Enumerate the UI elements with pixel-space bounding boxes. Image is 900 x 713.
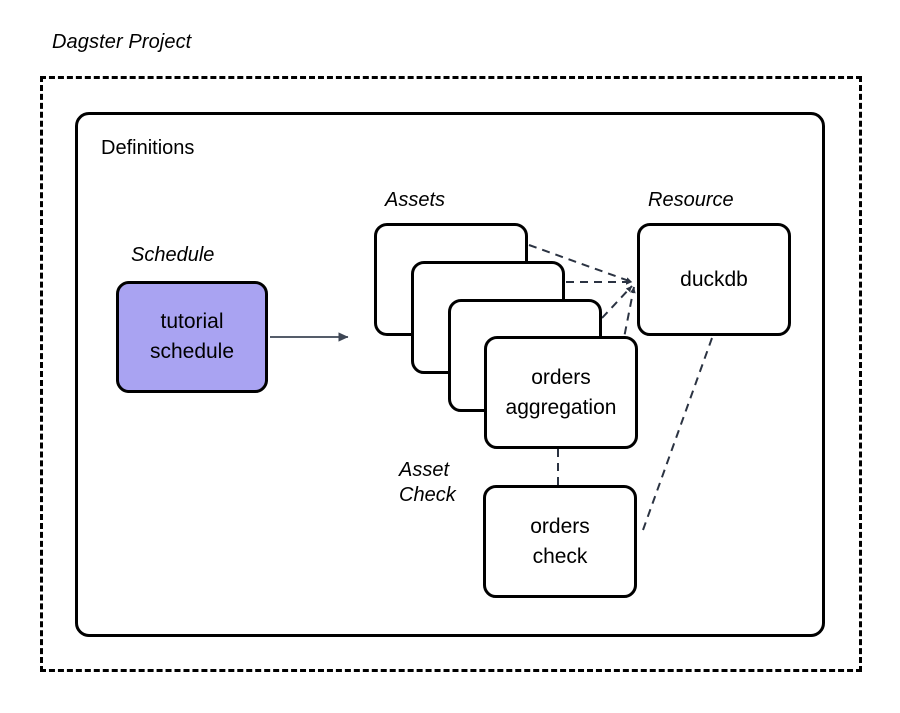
node-tutorial-schedule-line1: tutorial	[160, 310, 224, 333]
project-boundary	[40, 76, 862, 672]
node-orders-aggregation[interactable]: orders aggregation	[484, 336, 638, 449]
node-orders-aggregation-line2: aggregation	[505, 395, 617, 419]
page-title: Dagster Project	[52, 31, 192, 53]
node-duckdb[interactable]: duckdb	[637, 223, 791, 336]
node-orders-check[interactable]: orders check	[483, 485, 637, 598]
group-label-asset-check-line2: Check	[399, 484, 456, 506]
group-label-asset-check-line1: Asset	[399, 459, 450, 481]
group-label-asset-check: Asset Check	[399, 458, 456, 508]
node-tutorial-schedule-line2: schedule	[149, 340, 235, 363]
group-label-schedule: Schedule	[131, 244, 215, 266]
definitions-label: Definitions	[101, 137, 195, 159]
node-orders-check-line1: orders	[530, 514, 590, 538]
node-tutorial-schedule[interactable]: tutorial schedule	[116, 281, 268, 393]
node-orders-check-line2: check	[532, 544, 588, 568]
node-orders-aggregation-line1: orders	[531, 365, 591, 389]
node-duckdb-label: duckdb	[680, 267, 748, 291]
group-label-resource: Resource	[648, 189, 734, 211]
group-label-assets: Assets	[385, 189, 446, 211]
